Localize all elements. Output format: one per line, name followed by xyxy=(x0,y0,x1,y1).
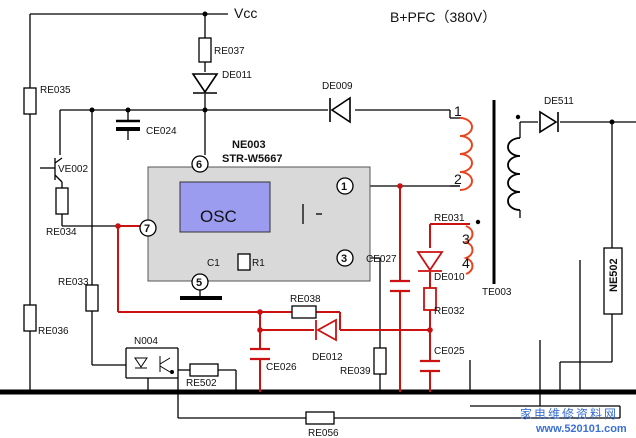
ne502-body xyxy=(603,247,623,315)
de010-label: DE010 xyxy=(434,272,465,283)
de009-label: DE009 xyxy=(322,81,353,92)
osc-block xyxy=(179,181,271,233)
winding-3-label: 3 xyxy=(462,231,470,247)
ve002-label: VE002 xyxy=(58,164,88,175)
re032-body xyxy=(423,287,437,311)
r1-label: R1 xyxy=(252,258,265,269)
re033-label: RE033 xyxy=(58,277,89,288)
diodes xyxy=(191,73,559,134)
ce027-label: CE027 xyxy=(366,254,397,265)
svg-text:6: 6 xyxy=(196,159,202,171)
svg-text:3: 3 xyxy=(341,253,347,265)
pin-3: 3 xyxy=(336,249,354,267)
black-junctions xyxy=(89,11,615,125)
re033-body xyxy=(85,284,99,312)
red-diodes xyxy=(315,251,444,342)
de012-label: DE012 xyxy=(312,352,343,363)
osc-label: OSC xyxy=(200,207,237,226)
resistors xyxy=(23,37,387,425)
re034-label: RE034 xyxy=(46,227,77,238)
re036-body xyxy=(23,304,37,332)
re035-label: RE035 xyxy=(40,85,71,96)
re056-body xyxy=(305,411,335,425)
winding-1-label: 1 xyxy=(454,103,462,119)
re035-body xyxy=(23,87,37,115)
re039-label: RE039 xyxy=(340,366,371,377)
ce025-label: CE025 xyxy=(434,346,465,357)
re056-label: RE056 xyxy=(308,428,339,438)
re037-label: RE037 xyxy=(214,46,245,57)
pin-1: 1 xyxy=(336,177,354,195)
re038-label: RE038 xyxy=(290,294,321,305)
winding-4-label: 4 xyxy=(462,255,470,271)
watermark-cn: 家电维修资料网 xyxy=(520,406,618,421)
n004-optocoupler xyxy=(134,356,174,374)
re036-label: RE036 xyxy=(38,326,69,337)
re032-label: RE032 xyxy=(434,306,465,317)
watermark-url: www.520101.com xyxy=(535,423,627,435)
red-wiring xyxy=(117,186,470,392)
re502-label: RE502 xyxy=(186,378,217,389)
ic-ref-label: NE003 xyxy=(232,139,266,151)
re502-body xyxy=(189,363,219,377)
te003-label: TE003 xyxy=(482,287,512,298)
re034-body xyxy=(55,187,69,215)
re038-body xyxy=(291,305,317,319)
ic-part-label: STR-W5667 xyxy=(222,153,283,165)
c1-label: C1 xyxy=(207,258,220,269)
ce024-label: CE024 xyxy=(146,126,177,137)
svg-text:5: 5 xyxy=(196,277,202,289)
ce026-label: CE026 xyxy=(266,362,297,373)
bpfc-label: B+PFC（380V） xyxy=(390,9,496,25)
pin-5: 5 xyxy=(191,273,209,291)
ne502-label: NE502 xyxy=(608,258,620,292)
de511-label: DE511 xyxy=(544,96,574,107)
winding-2-label: 2 xyxy=(454,171,462,187)
red-caps xyxy=(250,279,440,373)
vcc-label: Vcc xyxy=(234,5,257,21)
red-junctions xyxy=(115,183,433,333)
de011-label: DE011 xyxy=(222,70,252,81)
ic-pins: 6 7 1 3 5 xyxy=(139,155,354,291)
svg-text:7: 7 xyxy=(144,223,150,235)
r1-body xyxy=(237,253,251,271)
re037-body xyxy=(198,37,212,63)
pin-6: 6 xyxy=(191,155,209,173)
transformer-te003 xyxy=(450,100,521,284)
re039-body xyxy=(373,347,387,375)
mosfet-symbol xyxy=(302,204,322,224)
svg-text:1: 1 xyxy=(341,181,347,193)
black-caps xyxy=(116,119,140,131)
pin-7: 7 xyxy=(139,219,157,237)
n004-label: N004 xyxy=(134,336,158,347)
re031-label: RE031 xyxy=(434,213,465,224)
